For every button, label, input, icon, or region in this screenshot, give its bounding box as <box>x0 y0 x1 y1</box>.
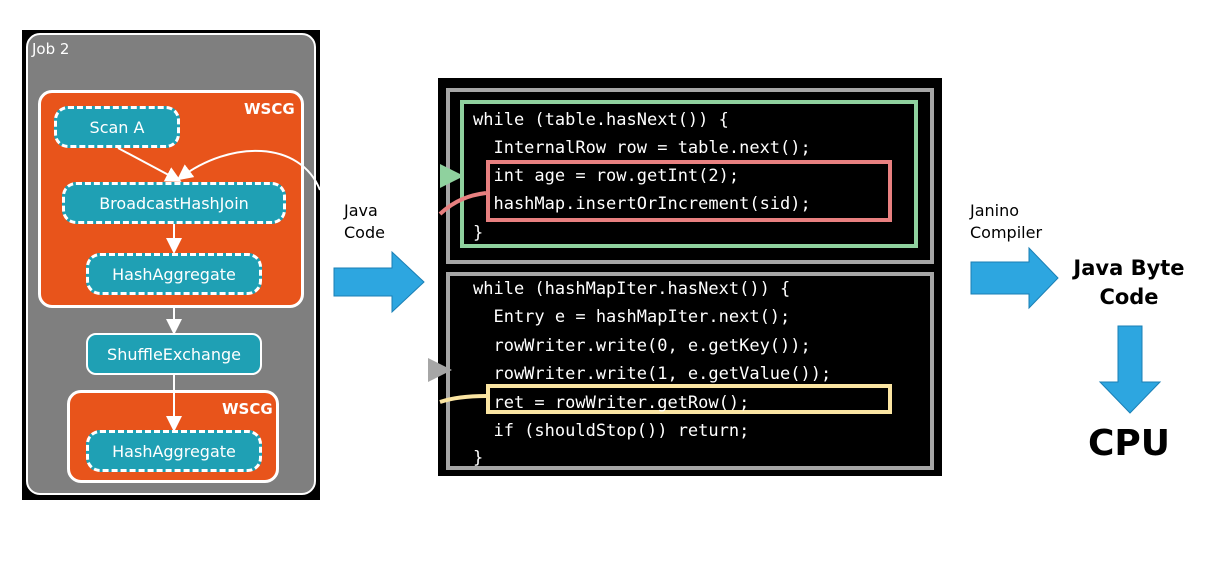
java-code-label-line: Code <box>344 223 385 242</box>
java-byte-code-label: Java Byte Code <box>1062 254 1196 312</box>
edge-curve-to-join <box>176 150 321 191</box>
connector-yellow <box>439 394 487 404</box>
code-line: rowWriter.write(1, e.getValue()); <box>473 364 832 384</box>
code-line: ret = rowWriter.getRow(); <box>473 393 750 413</box>
arrow-to-cpu <box>1098 325 1162 414</box>
code-line: while (hashMapIter.hasNext()) { <box>473 279 791 299</box>
node-scan-a: Scan A <box>54 106 180 148</box>
janino-compiler-label: Janino Compiler <box>970 200 1042 244</box>
node-shuffle-exchange: ShuffleExchange <box>86 333 262 375</box>
node-broadcast-hash-join: BroadcastHashJoin <box>62 182 286 224</box>
job-title: Job 2 <box>32 40 70 58</box>
code-line: int age = row.getInt(2); <box>473 166 740 186</box>
node-hash-aggregate-2: HashAggregate <box>86 430 262 472</box>
code-line: InternalRow row = table.next(); <box>473 138 811 158</box>
wscg-stage-1-label: WSCG <box>244 100 295 118</box>
byte-code-label-line: Java Byte <box>1073 256 1185 280</box>
code-line: if (shouldStop()) return; <box>473 421 750 441</box>
cpu-label: CPU <box>1088 423 1171 464</box>
node-hash-aggregate-1: HashAggregate <box>86 253 262 295</box>
arrow-to-bytecode <box>970 246 1059 310</box>
java-code-label: Java Code <box>344 200 385 244</box>
code-line: rowWriter.write(0, e.getKey()); <box>473 336 811 356</box>
byte-code-label-line: Code <box>1099 285 1159 309</box>
wscg-stage-2-label: WSCG <box>222 400 273 418</box>
arrow-to-code <box>333 250 425 314</box>
connector-red <box>438 191 487 216</box>
code-panel <box>438 78 942 476</box>
code-line: hashMap.insertOrIncrement(sid); <box>473 194 811 214</box>
java-code-label-line: Java <box>344 201 378 220</box>
code-line: } <box>473 448 484 468</box>
code-line: } <box>473 223 484 243</box>
edge-scan-to-join <box>117 147 182 182</box>
code-line: while (table.hasNext()) { <box>473 110 729 130</box>
janino-label-line: Janino <box>970 201 1020 220</box>
code-line: Entry e = hashMapIter.next(); <box>473 307 791 327</box>
janino-label-line: Compiler <box>970 223 1043 242</box>
highlight-yellow <box>486 384 892 414</box>
highlight-red <box>486 160 892 222</box>
